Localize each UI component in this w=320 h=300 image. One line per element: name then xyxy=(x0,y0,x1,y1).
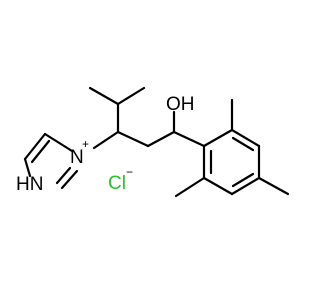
imidazolium-positive-charge: + xyxy=(82,137,89,151)
molecule-diagram: OH N + HN Cl − xyxy=(16,86,290,198)
bond-isopropyl-methyl-left xyxy=(88,86,120,106)
bond-imidazole-n3-c2 xyxy=(55,166,72,185)
bond-imidazole-c5-c4 xyxy=(23,132,47,161)
chloride-negative-charge: − xyxy=(126,165,133,179)
bond-imidazole-n1-c5 xyxy=(43,132,74,153)
bond-aryl-c2-c3 xyxy=(230,128,261,148)
structure-canvas: OH N + HN Cl − xyxy=(16,86,290,198)
bond-imidazole-n3-c2-double xyxy=(60,169,79,190)
bond-ch-to-ch2 xyxy=(116,130,150,148)
chloride-label: Cl xyxy=(108,173,126,194)
bond-imidazole-c4-n3 xyxy=(23,157,32,178)
bond-aryl-c1-c2 xyxy=(202,128,234,148)
bond-choh-to-aryl xyxy=(172,130,206,148)
bond-aryl-c4-c5-double xyxy=(231,172,255,188)
bond-aryl-c2-c3-double xyxy=(231,136,255,152)
imidazole-nh-label: HN xyxy=(16,174,43,195)
bond-aryl-c5-c6 xyxy=(202,176,234,196)
bond-ch-to-imidazolium-n xyxy=(92,130,120,150)
bond-imidazole-c5-c4-double xyxy=(30,139,51,164)
bond-ch2-to-choh xyxy=(146,130,176,148)
bond-ortho-methyl-bottom xyxy=(174,176,206,198)
imidazolium-nitrogen-label: N xyxy=(70,147,84,168)
bond-para-methyl xyxy=(257,176,290,196)
hydroxyl-label: OH xyxy=(166,94,195,115)
bond-aryl-c4-c5 xyxy=(230,176,261,196)
bond-isopropyl-methyl-right xyxy=(116,86,146,106)
